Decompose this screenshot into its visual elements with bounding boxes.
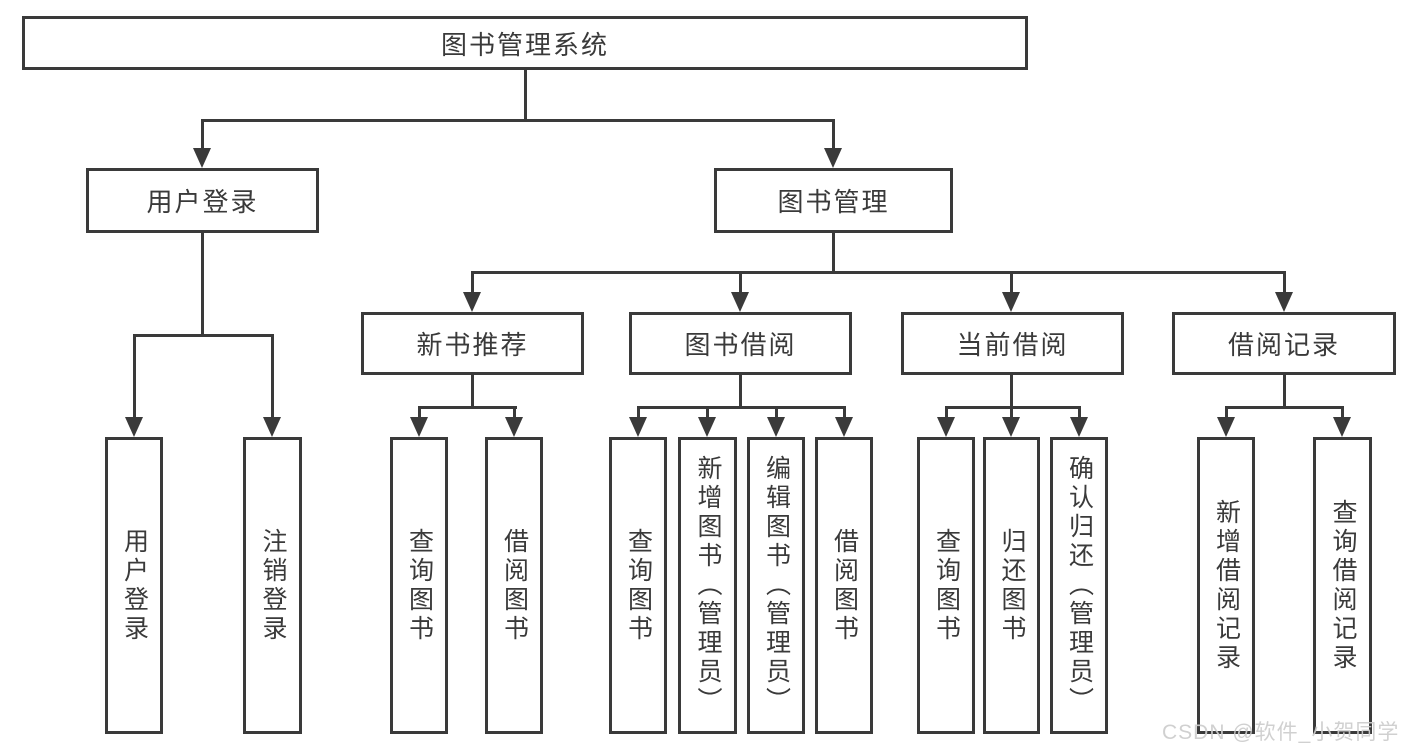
connector-records-stem	[1283, 375, 1286, 408]
node-edit-books-admin: 编辑图书（管理员）	[747, 437, 805, 734]
arrowhead-down-icon	[463, 292, 481, 312]
arrowhead-down-icon	[698, 417, 716, 437]
arrowhead-down-icon	[1002, 292, 1020, 312]
node-confirm-return-admin: 确认归还（管理员）	[1050, 437, 1108, 734]
arrowhead-down-icon	[1333, 417, 1351, 437]
arrowhead-down-icon	[835, 417, 853, 437]
connector-login-bar	[133, 334, 274, 337]
node-borrow-books-under-borrowing: 借阅图书	[815, 437, 873, 734]
connector-management-drop-3	[1010, 271, 1013, 295]
connector-root-drop-left	[201, 119, 204, 151]
connector-management-drop-4	[1283, 271, 1286, 295]
connector-login-drop-1	[133, 334, 136, 419]
csdn-watermark: CSDN @软件_小贺同学	[1162, 721, 1400, 744]
connector-records-drop-2	[1341, 406, 1344, 420]
arrowhead-down-icon	[937, 417, 955, 437]
connector-current-drop-2	[1010, 406, 1013, 420]
connector-current-drop-1	[945, 406, 948, 420]
connector-borrowing-stem	[739, 375, 742, 408]
connector-management-stem	[832, 233, 835, 273]
node-current-borrowing: 当前借阅	[901, 312, 1124, 375]
node-user-login-action: 用户登录	[105, 437, 163, 734]
connector-borrowing-drop-4	[843, 406, 846, 420]
node-new-book-recommendation-label: 新书推荐	[416, 330, 529, 360]
connector-recommend-drop-1	[418, 406, 421, 420]
arrowhead-down-icon	[629, 417, 647, 437]
node-book-management-label: 图书管理	[777, 187, 890, 217]
connector-management-drop-2	[739, 271, 742, 295]
arrowhead-down-icon	[824, 148, 842, 168]
leaf-label: 新增借阅记录	[1212, 498, 1241, 673]
connector-current-drop-3	[1078, 406, 1081, 420]
connector-management-bar	[471, 271, 1286, 274]
node-borrowing-records-label: 借阅记录	[1227, 330, 1340, 360]
connector-borrowing-bar	[637, 406, 846, 409]
node-query-books-under-borrowing: 查询图书	[609, 437, 667, 734]
connector-recommend-stem	[471, 375, 474, 408]
leaf-label: 用户登录	[120, 527, 149, 644]
arrowhead-down-icon	[1217, 417, 1235, 437]
node-logout-action: 注销登录	[243, 437, 302, 734]
arrowhead-down-icon	[410, 417, 428, 437]
leaf-label: 查询图书	[405, 527, 434, 644]
connector-borrowing-drop-2	[706, 406, 709, 420]
node-root-label: 图书管理系统	[440, 29, 609, 60]
leaf-label: 新增图书（管理员）	[694, 455, 722, 716]
leaf-label: 编辑图书（管理员）	[762, 455, 791, 716]
arrowhead-down-icon	[125, 417, 143, 437]
connector-root-stem	[524, 70, 527, 120]
node-query-borrow-record: 查询借阅记录	[1313, 437, 1372, 734]
arrowhead-down-icon	[731, 292, 749, 312]
arrowhead-down-icon	[767, 417, 785, 437]
arrowhead-down-icon	[1070, 417, 1088, 437]
connector-root-bar	[201, 119, 835, 122]
leaf-label: 确认归还（管理员）	[1065, 455, 1094, 716]
leaf-label: 查询图书	[624, 527, 653, 644]
arrowhead-down-icon	[505, 417, 523, 437]
node-return-books: 归还图书	[983, 437, 1040, 734]
connector-current-stem	[1010, 375, 1013, 408]
connector-borrowing-drop-1	[637, 406, 640, 420]
connector-records-bar	[1225, 406, 1344, 409]
leaf-label: 注销登录	[259, 527, 287, 644]
node-borrowing-records: 借阅记录	[1172, 312, 1396, 375]
connector-root-drop-right	[832, 119, 835, 151]
node-book-management: 图书管理	[714, 168, 953, 233]
arrowhead-down-icon	[1275, 292, 1293, 312]
connector-borrowing-drop-3	[775, 406, 778, 420]
node-add-borrow-record: 新增借阅记录	[1197, 437, 1255, 734]
arrowhead-down-icon	[263, 417, 281, 437]
connector-login-stem	[201, 233, 204, 336]
node-book-borrowing: 图书借阅	[629, 312, 852, 375]
node-borrow-books-under-recommend: 借阅图书	[485, 437, 543, 734]
node-new-book-recommendation: 新书推荐	[361, 312, 584, 375]
leaf-label: 借阅图书	[500, 527, 529, 644]
node-current-borrowing-label: 当前借阅	[956, 330, 1069, 360]
node-user-login-label: 用户登录	[146, 187, 259, 217]
node-add-books-admin: 新增图书（管理员）	[678, 437, 737, 734]
node-book-borrowing-label: 图书借阅	[684, 330, 797, 360]
leaf-label: 借阅图书	[830, 527, 859, 644]
connector-recommend-bar	[418, 406, 517, 409]
connector-current-bar	[945, 406, 1081, 409]
leaf-label: 查询图书	[932, 527, 961, 644]
arrowhead-down-icon	[193, 148, 211, 168]
node-query-books-under-recommend: 查询图书	[390, 437, 448, 734]
connector-login-drop-2	[271, 334, 274, 419]
connector-recommend-drop-2	[513, 406, 516, 420]
connector-management-drop-1	[471, 271, 474, 295]
leaf-label: 查询借阅记录	[1329, 498, 1357, 673]
leaf-label: 归还图书	[998, 527, 1026, 644]
connector-records-drop-1	[1225, 406, 1228, 420]
arrowhead-down-icon	[1002, 417, 1020, 437]
node-query-books-under-current: 查询图书	[917, 437, 975, 734]
node-root-library-management-system: 图书管理系统	[22, 16, 1028, 70]
node-user-login: 用户登录	[86, 168, 319, 233]
